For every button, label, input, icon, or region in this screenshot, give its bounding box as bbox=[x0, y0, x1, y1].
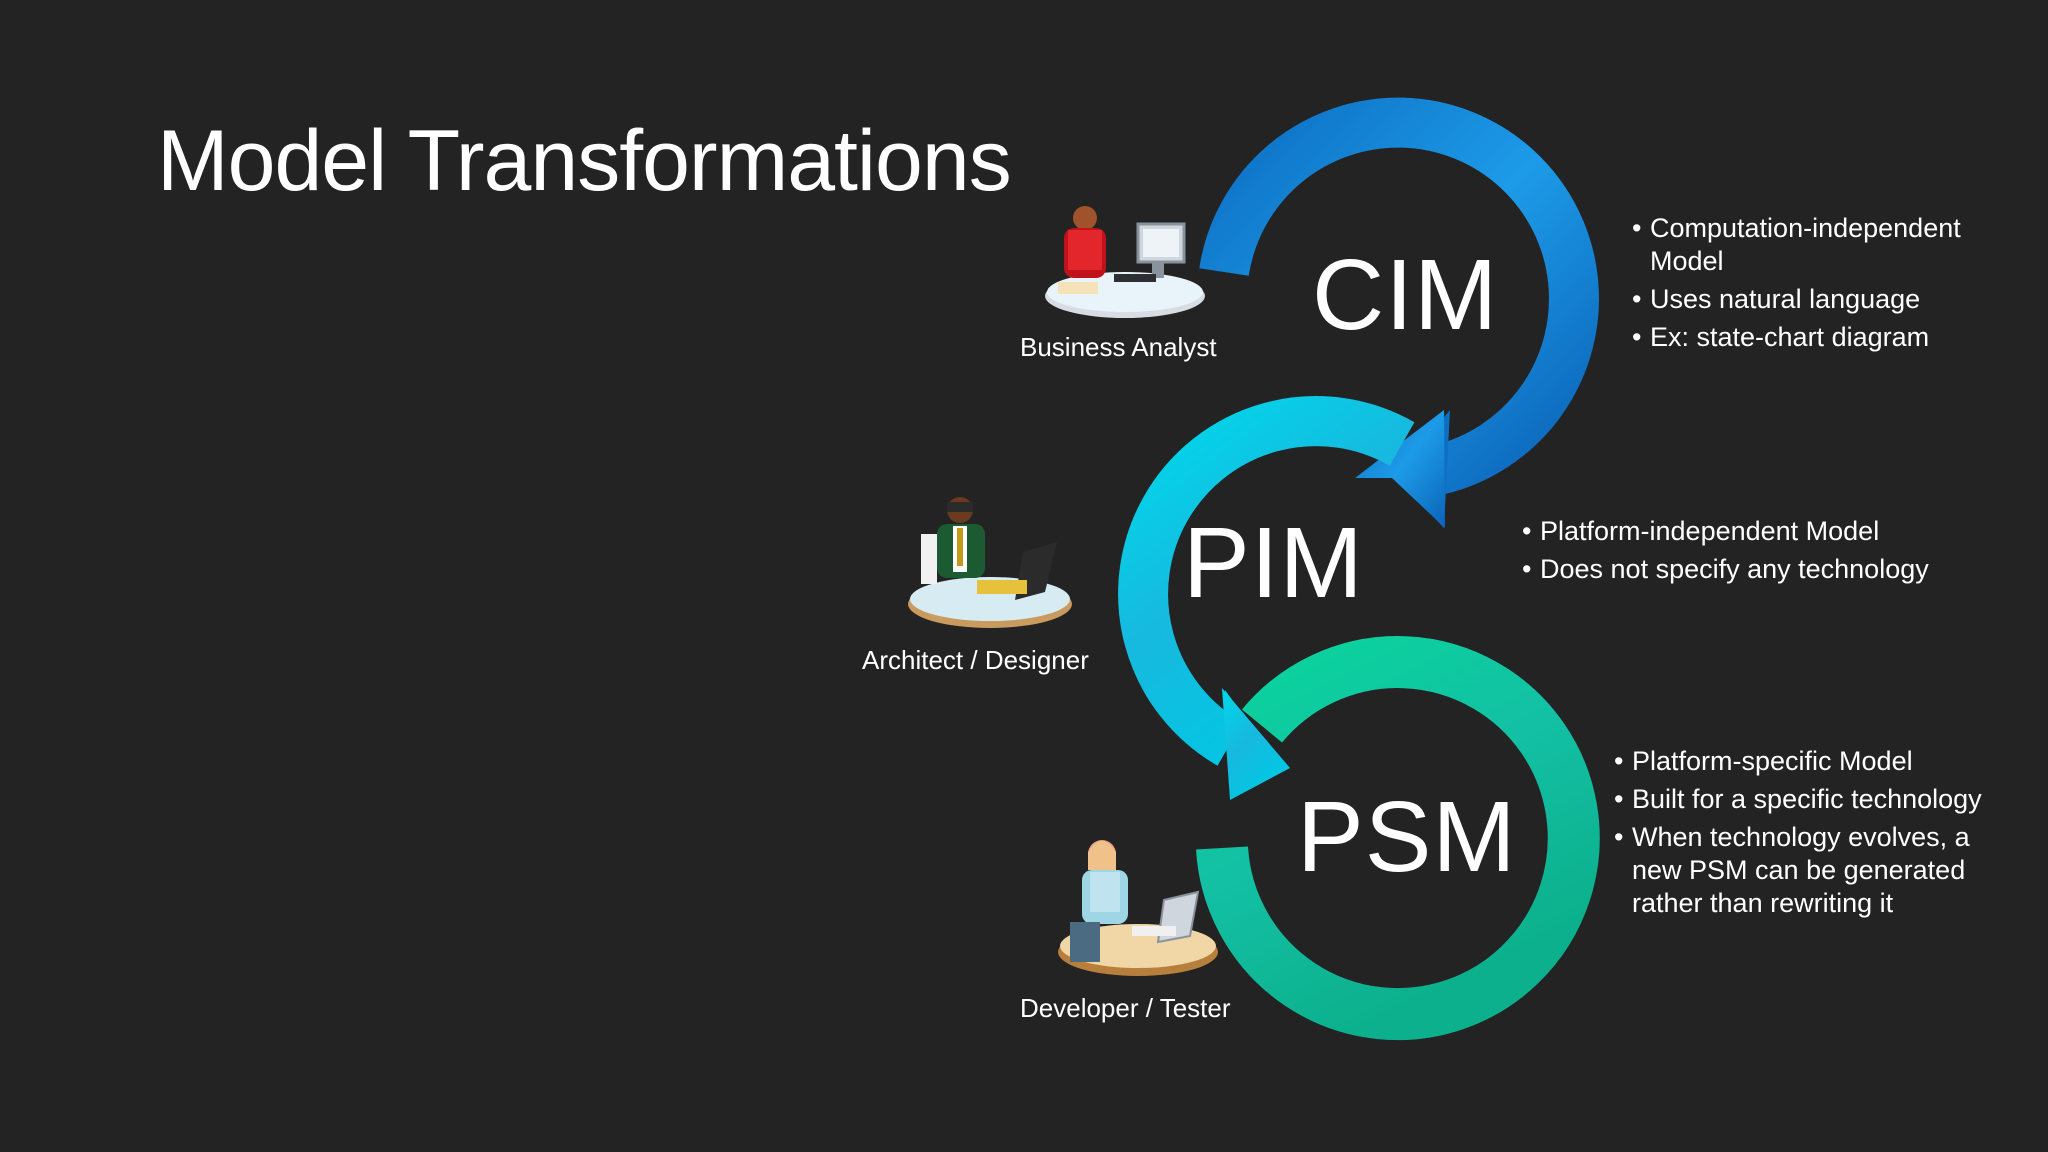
psm-label: PSM bbox=[1297, 781, 1517, 893]
bullet-item: Uses natural language bbox=[1632, 283, 2032, 316]
cim-arrowhead-tip bbox=[1355, 410, 1445, 528]
bullet-item: Platform-independent Model bbox=[1522, 515, 1992, 548]
psm-arc bbox=[1196, 636, 1600, 1041]
architect-designer-icon bbox=[908, 497, 1072, 628]
bullet-item: Computation-independent Model bbox=[1632, 212, 2032, 278]
developer-tester-icon bbox=[1058, 840, 1218, 976]
bullet-item: When technology evolves, a new PSM can b… bbox=[1614, 821, 2014, 920]
bullet-item: Platform-specific Model bbox=[1614, 745, 2014, 778]
business-analyst-icon bbox=[1045, 206, 1205, 318]
pim-bullet-list: Platform-independent Model Does not spec… bbox=[1522, 515, 1992, 591]
bullet-item: Ex: state-chart diagram bbox=[1632, 321, 2032, 354]
bullet-item: Built for a specific technology bbox=[1614, 783, 2014, 816]
psm-bullet-list: Platform-specific Model Built for a spec… bbox=[1614, 745, 2014, 925]
pim-label: PIM bbox=[1183, 507, 1364, 619]
bullet-item: Does not specify any technology bbox=[1522, 553, 1992, 586]
slide-title: Model Transformations bbox=[157, 113, 1012, 209]
cim-label: CIM bbox=[1312, 239, 1499, 351]
role-architect-designer: Architect / Designer bbox=[862, 645, 1089, 675]
role-business-analyst: Business Analyst bbox=[1020, 332, 1217, 362]
pim-arc bbox=[1118, 396, 1415, 766]
pim-arrowhead-tip bbox=[1222, 688, 1290, 800]
cim-bullet-list: Computation-independent Model Uses natur… bbox=[1632, 212, 2032, 359]
cim-arc bbox=[1199, 97, 1599, 495]
role-developer-tester: Developer / Tester bbox=[1020, 993, 1231, 1023]
